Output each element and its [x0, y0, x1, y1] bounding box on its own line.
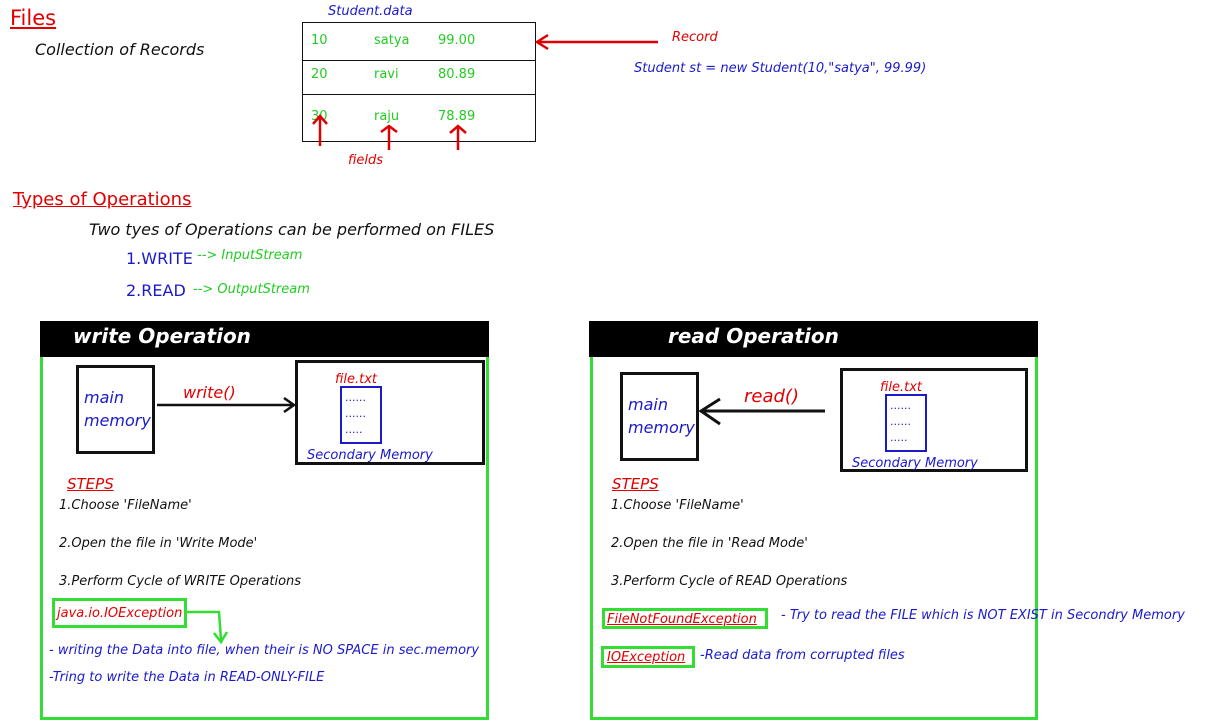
- operation-write: 1.WRITE: [126, 249, 193, 268]
- main-memory-label: main memory: [628, 395, 695, 437]
- files-title: Files: [10, 6, 57, 30]
- read-arrow-icon: [698, 397, 825, 426]
- filenotfound-label: FileNotFoundException: [607, 612, 757, 627]
- main-memory-label: main memory: [84, 388, 151, 430]
- cell-marks: 80.89: [438, 67, 476, 82]
- files-subtitle: Collection of Records: [35, 40, 205, 59]
- step-1: 1.Choose 'FileName': [59, 498, 192, 513]
- read-method: read(): [744, 386, 799, 407]
- cell-marks: 99.00: [438, 33, 476, 48]
- secondary-memory-label: Secondary Memory: [307, 448, 433, 463]
- exception-connector-icon: [187, 610, 229, 645]
- secondary-memory-box: file.txt ...... ...... ..... Secondary M…: [295, 360, 485, 465]
- write-arrow-icon: [157, 396, 297, 414]
- operation-write-note: --> InputStream: [197, 248, 303, 263]
- fields-label: fields: [348, 153, 384, 168]
- ioexception-box: java.io.IOException: [52, 598, 187, 628]
- document-lines: ...... ...... .....: [345, 391, 366, 436]
- step-2: 2.Open the file in 'Read Mode': [611, 536, 808, 551]
- main-memory-box: main memory: [620, 372, 699, 461]
- cell-id: 20: [311, 67, 328, 82]
- filenotfound-note: - Try to read the FILE which is NOT EXIS…: [781, 608, 1185, 623]
- secondary-memory-box: file.txt ...... ...... ..... Secondary M…: [840, 368, 1028, 472]
- step-3: 3.Perform Cycle of READ Operations: [611, 574, 848, 589]
- read-ioexception-note: -Read data from corrupted files: [700, 648, 905, 663]
- cell-name: raju: [374, 109, 400, 124]
- write-note-1: - writing the Data into file, when their…: [49, 643, 480, 658]
- cell-name: satya: [374, 33, 410, 48]
- file-name: file.txt: [880, 380, 923, 395]
- step-3: 3.Perform Cycle of WRITE Operations: [59, 574, 302, 589]
- constructor-code: Student st = new Student(10,"satya", 99.…: [634, 61, 927, 76]
- steps-title: STEPS: [67, 475, 114, 493]
- operations-description: Two tyes of Operations can be performed …: [89, 220, 495, 239]
- file-document-icon: ...... ...... .....: [885, 394, 927, 452]
- read-panel-title: read Operation: [668, 324, 839, 348]
- cell-id: 10: [311, 33, 328, 48]
- record-table: 10 satya 99.00 20 ravi 80.89 30 raju 78.…: [302, 22, 536, 142]
- record-label: Record: [672, 30, 718, 45]
- read-panel-header: read Operation: [589, 321, 1038, 357]
- steps-title: STEPS: [612, 475, 659, 493]
- table-row: 20 ravi 80.89: [303, 57, 535, 95]
- record-arrow-icon: [534, 33, 658, 51]
- write-note-2: -Tring to write the Data in READ-ONLY-FI…: [49, 670, 325, 685]
- secondary-memory-label: Secondary Memory: [852, 456, 978, 471]
- document-lines: ...... ...... .....: [890, 399, 911, 444]
- ioexception-label: java.io.IOException: [57, 606, 183, 621]
- write-panel-title: write Operation: [73, 324, 251, 348]
- operation-read-note: --> OutputStream: [193, 282, 310, 297]
- filenotfound-box: FileNotFoundException: [602, 608, 768, 629]
- cell-marks: 78.89: [438, 109, 476, 124]
- read-ioexception-box: IOException: [601, 646, 695, 668]
- field-arrows-icon: [312, 114, 467, 150]
- write-panel-header: write Operation: [40, 321, 489, 357]
- table-row: 10 satya 99.00: [303, 23, 535, 61]
- table-caption: Student.data: [328, 4, 413, 19]
- file-document-icon: ...... ...... .....: [340, 386, 382, 444]
- step-1: 1.Choose 'FileName': [611, 498, 744, 513]
- operation-read: 2.READ: [126, 281, 186, 300]
- operations-title: Types of Operations: [13, 189, 192, 210]
- main-memory-box: main memory: [76, 365, 155, 454]
- read-ioexception-label: IOException: [607, 650, 686, 665]
- step-2: 2.Open the file in 'Write Mode': [59, 536, 258, 551]
- write-method: write(): [183, 383, 236, 402]
- file-name: file.txt: [335, 372, 378, 387]
- cell-name: ravi: [374, 67, 399, 82]
